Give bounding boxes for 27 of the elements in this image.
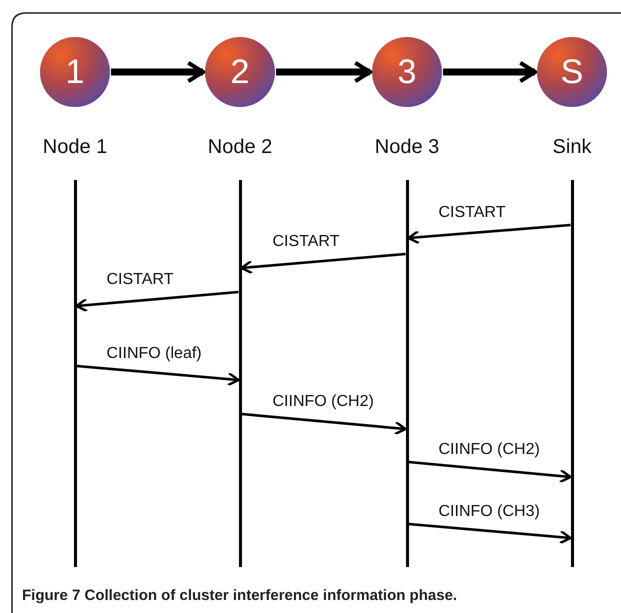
node-number: 1: [64, 55, 86, 89]
node-number: S: [560, 55, 584, 89]
edge-label: CIINFO (CH2): [438, 441, 541, 459]
arrow: [407, 224, 571, 244]
node-label: Sink: [552, 136, 592, 159]
node-label: Node 2: [208, 136, 272, 159]
lifeline: [74, 180, 76, 567]
lifeline: [570, 180, 574, 567]
edge-label: CIINFO (CH2): [272, 393, 375, 411]
arrow: [241, 412, 407, 436]
arrow: [408, 460, 572, 484]
arrow: [76, 364, 240, 386]
arrow: [111, 60, 206, 84]
lifeline: [406, 180, 408, 567]
node-label: Node 1: [42, 136, 108, 159]
arrow: [240, 252, 406, 274]
edge-label: CIINFO (leaf): [106, 345, 203, 363]
arrow: [75, 290, 239, 312]
arrow: [276, 60, 372, 84]
node-label: Node 3: [374, 136, 440, 159]
node-number: 3: [396, 55, 418, 89]
edge-label: CIINFO (CH3): [438, 503, 541, 521]
node-number: 2: [230, 55, 250, 89]
arrow: [408, 522, 572, 544]
lifeline: [238, 180, 242, 567]
arrow: [443, 60, 538, 84]
caption: Figure 7 Collection of cluster interference information phase.: [22, 587, 458, 604]
